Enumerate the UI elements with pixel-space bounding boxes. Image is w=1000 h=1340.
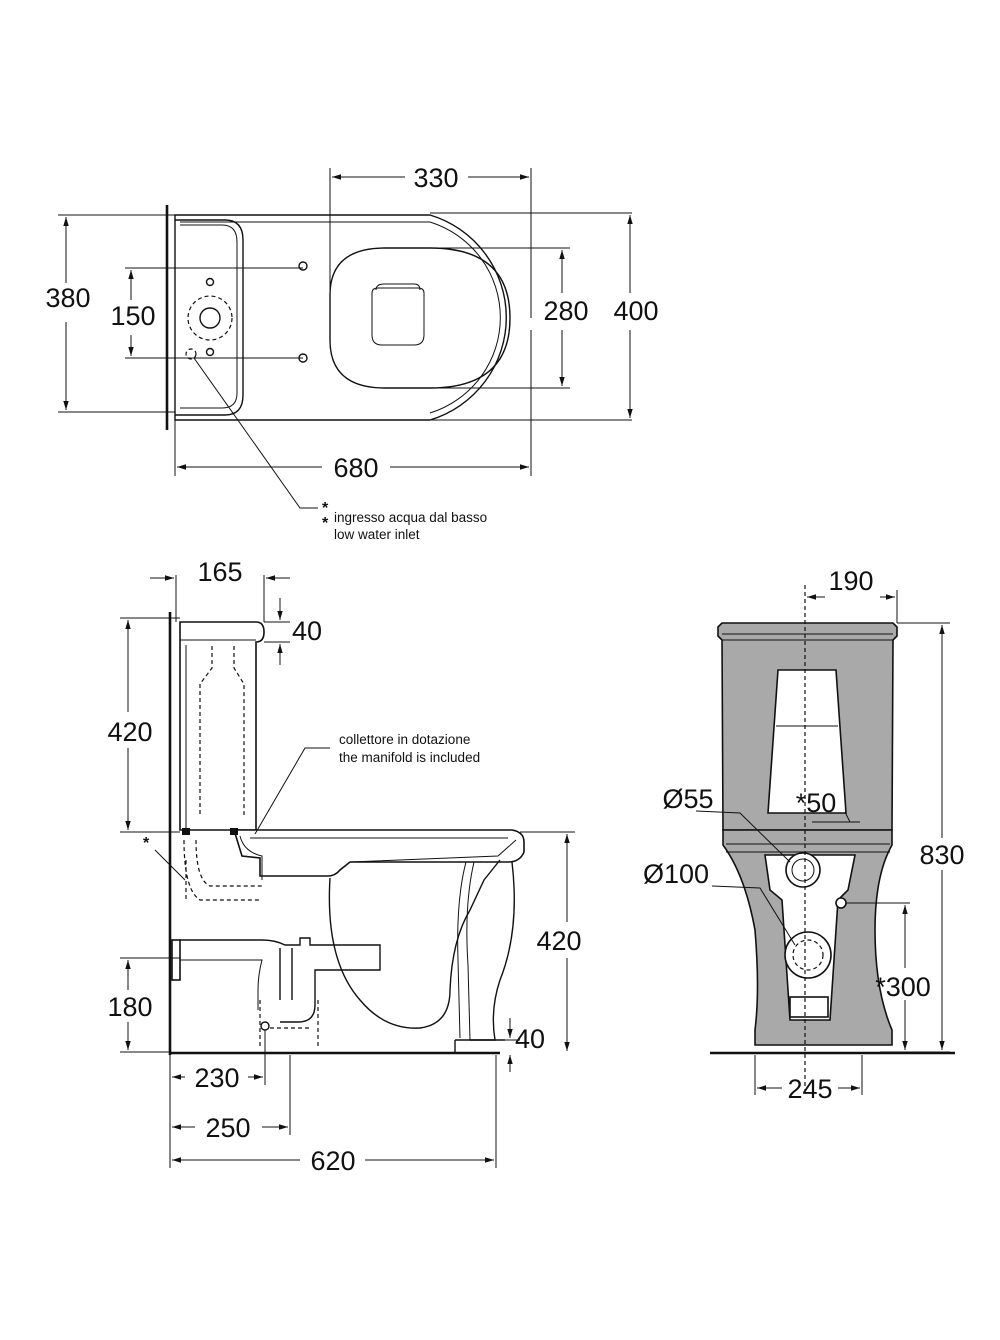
- dim-300: *300: [875, 972, 931, 1002]
- top-body-outline: [174, 214, 507, 421]
- side-bowl-rim: [232, 829, 525, 877]
- dim-250: 250: [205, 1113, 250, 1143]
- side-star: *: [143, 835, 150, 852]
- note-star-2: *: [322, 515, 329, 532]
- dim-830: 830: [919, 840, 964, 870]
- dim-40-top: 40: [292, 616, 322, 646]
- side-outlet-pipe: [180, 937, 381, 1023]
- note-inlet-en: low water inlet: [334, 527, 420, 542]
- dim-620: 620: [310, 1146, 355, 1176]
- note-manifold-en: the manifold is included: [339, 750, 480, 765]
- dim-230: 230: [194, 1063, 239, 1093]
- dim-o55: Ø55: [662, 784, 713, 814]
- top-view: 330 380 150 280 400 680 * * ingresso acq…: [45, 163, 658, 542]
- top-tank: [175, 219, 244, 416]
- dim-180: 180: [107, 992, 152, 1022]
- dim-400: 400: [613, 296, 658, 326]
- note-inlet-it: ingresso acqua dal basso: [334, 510, 487, 525]
- dim-680: 680: [333, 453, 378, 483]
- dim-420-bowl: 420: [536, 926, 581, 956]
- dim-190: 190: [828, 566, 873, 596]
- top-seat: [329, 247, 511, 389]
- side-view: 165 40 420 420 180 40 230 250 620 * coll…: [107, 557, 581, 1176]
- dim-50: *50: [796, 788, 837, 818]
- dim-420-tank: 420: [107, 717, 152, 747]
- dim-380: 380: [45, 283, 90, 313]
- note-star-1: *: [322, 500, 329, 517]
- dim-245: 245: [787, 1074, 832, 1104]
- dim-280: 280: [543, 296, 588, 326]
- dim-150: 150: [110, 301, 155, 331]
- top-body-inner: [180, 221, 501, 414]
- rear-view: 190 830 Ø55 *50 Ø100 *300 245: [643, 566, 965, 1104]
- dim-165: 165: [197, 557, 242, 587]
- dim-330: 330: [413, 163, 458, 193]
- dim-o100: Ø100: [643, 859, 709, 889]
- dim-40-bottom: 40: [515, 1024, 545, 1054]
- side-bowl-body: [328, 859, 515, 1041]
- side-tank: [179, 621, 265, 831]
- note-manifold-it: collettore in dotazione: [339, 732, 470, 747]
